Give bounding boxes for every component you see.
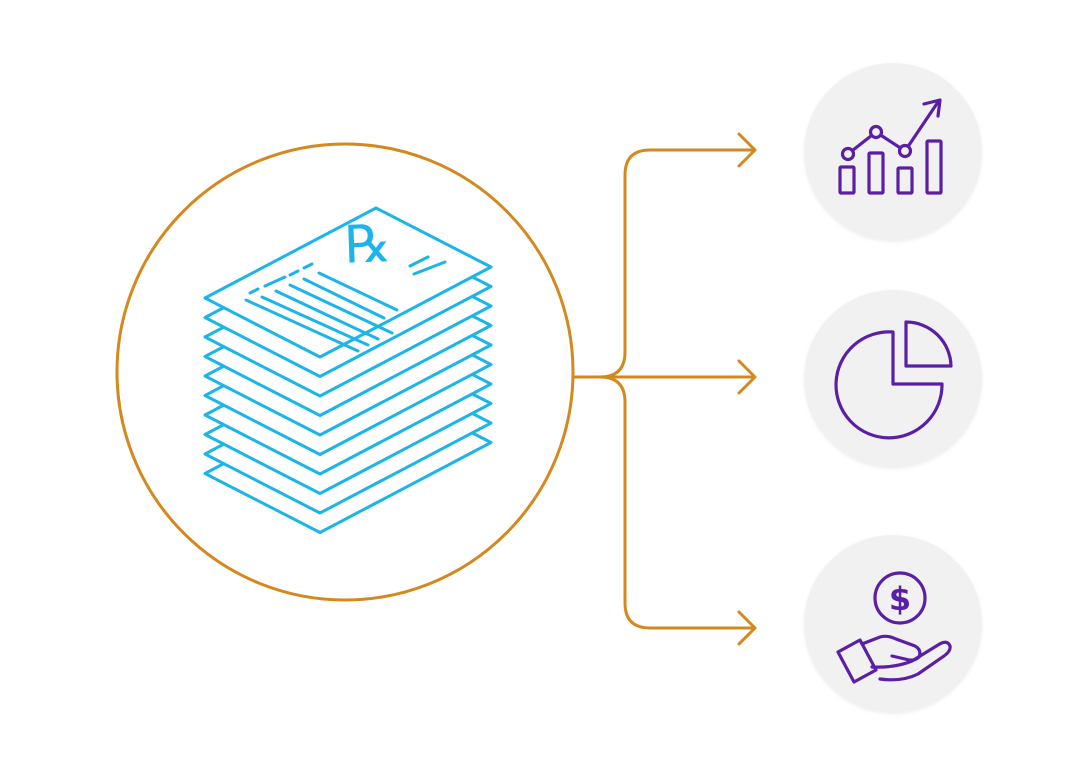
hand-holding-dollar-icon: $ xyxy=(836,571,952,684)
output-hand-dollar: $ xyxy=(804,535,982,713)
source-circle xyxy=(115,142,575,602)
rx-symbol: ℞ xyxy=(344,214,393,276)
output-pie-chart xyxy=(804,290,982,468)
prescription-stack-icon: ℞ xyxy=(203,206,493,534)
arrowhead-top xyxy=(737,132,757,168)
badge-bar-chart xyxy=(804,63,982,241)
connector-lines xyxy=(571,132,757,646)
dollar-sign: $ xyxy=(889,580,911,618)
pie-chart-icon xyxy=(834,320,953,440)
output-bar-chart xyxy=(804,63,982,241)
top-sheet-lines xyxy=(244,255,447,353)
coin-icon xyxy=(873,571,927,625)
top-sheet xyxy=(203,206,493,359)
connector-bottom xyxy=(598,375,755,630)
arrowhead-middle xyxy=(737,359,757,395)
connector-top xyxy=(598,148,755,379)
arrowhead-bottom xyxy=(737,610,757,646)
bar-chart-trend-icon xyxy=(838,98,943,195)
badge-hand-dollar xyxy=(804,535,982,713)
